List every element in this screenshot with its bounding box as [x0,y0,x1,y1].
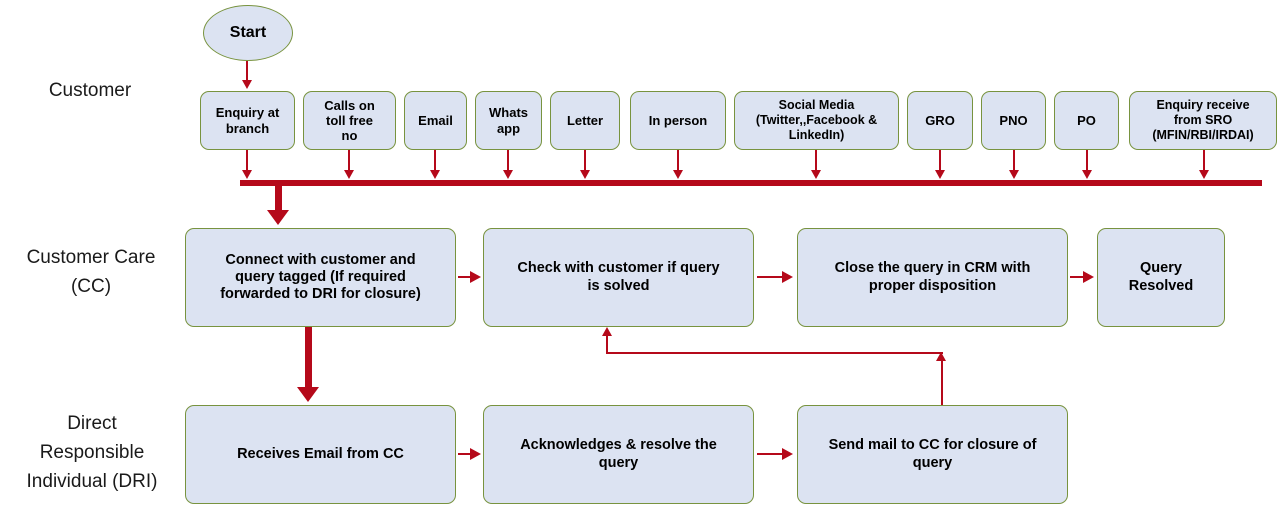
node-social-media[interactable]: Social Media (Twitter,,Facebook & Linked… [734,91,899,150]
node-close-query-in-crm[interactable]: Close the query in CRM with proper dispo… [797,228,1068,327]
arrowhead-receives-to-acknowledges [470,447,481,460]
connector-connect-to-check [458,276,472,279]
node-enquiry-receive-from-sro[interactable]: Enquiry receive from SRO (MFIN/RBI/IRDAI… [1129,91,1277,150]
connector-acknowledges-to-send-mail [757,453,783,456]
connector-connect-to-receives-email [304,327,312,389]
arrowhead-pno-to-bus [1008,170,1019,179]
node-check-with-customer[interactable]: Check with customer if query is solved [483,228,754,327]
node-query-resolved[interactable]: Query Resolved [1097,228,1225,327]
connector-feedback-horizontal [607,352,943,355]
connector-send-mail-feedback-riser [941,358,944,405]
node-email[interactable]: Email [404,91,467,150]
arrowhead-send-mail-feedback-riser [936,352,946,361]
connector-channel-collection-bus [240,180,1262,186]
connector-gro-to-bus [939,150,942,172]
connector-sro-to-bus [1203,150,1206,172]
connector-calls-toll-free-to-bus [348,150,351,172]
connector-bus-to-connect-customer [274,182,282,212]
node-connect-with-customer[interactable]: Connect with customer and query tagged (… [185,228,456,327]
node-receives-email-from-cc[interactable]: Receives Email from CC [185,405,456,504]
node-in-person[interactable]: In person [630,91,726,150]
node-letter[interactable]: Letter [550,91,620,150]
connector-po-to-bus [1086,150,1089,172]
arrowhead-letter-to-bus [579,170,590,179]
arrowhead-calls-toll-free-to-bus [343,170,354,179]
connector-whatsapp-to-bus [507,150,510,172]
connector-social-media-to-bus [815,150,818,172]
arrowhead-bus-to-connect-customer [267,210,289,225]
node-po[interactable]: PO [1054,91,1119,150]
connector-close-to-resolved [1070,276,1084,279]
connector-in-person-to-bus [677,150,680,172]
node-acknowledges-resolve-query[interactable]: Acknowledges & resolve the query [483,405,754,504]
node-whats-app[interactable]: Whats app [475,91,542,150]
node-pno[interactable]: PNO [981,91,1046,150]
lane-label-dri: Direct Responsible Individual (DRI) [26,413,158,492]
arrowhead-acknowledges-to-send-mail [782,447,793,460]
arrowhead-whatsapp-to-bus [502,170,513,179]
node-start[interactable]: Start [203,5,293,61]
arrowhead-gro-to-bus [934,170,945,179]
arrowhead-connect-to-check [470,270,481,283]
node-gro[interactable]: GRO [907,91,973,150]
arrowhead-check-to-close [782,270,793,283]
arrowhead-sro-to-bus [1198,170,1209,179]
connector-start-to-enquiry [246,61,249,82]
arrowhead-connect-to-receives-email [297,387,319,402]
connector-feedback-into-check [606,333,609,354]
arrowhead-email-to-bus [429,170,440,179]
lane-label-customer-care: Customer Care (CC) [26,247,156,297]
node-calls-on-toll-free-no[interactable]: Calls on toll free no [303,91,396,150]
connector-receives-to-acknowledges [458,453,472,456]
connector-email-to-bus [434,150,437,172]
arrowhead-close-to-resolved [1083,270,1094,283]
connector-pno-to-bus [1013,150,1016,172]
node-send-mail-to-cc[interactable]: Send mail to CC for closure of query [797,405,1068,504]
arrowhead-po-to-bus [1081,170,1092,179]
arrowhead-social-media-to-bus [810,170,821,179]
connector-check-to-close [757,276,783,279]
node-enquiry-at-branch[interactable]: Enquiry at branch [200,91,295,150]
arrowhead-enquiry-branch-to-bus [241,170,252,179]
connector-letter-to-bus [584,150,587,172]
lane-label-customer: Customer [48,80,132,101]
connector-enquiry-branch-to-bus [246,150,249,172]
arrowhead-in-person-to-bus [672,170,683,179]
arrowhead-feedback-into-check [601,327,612,336]
arrowhead-start-to-enquiry [241,80,252,89]
